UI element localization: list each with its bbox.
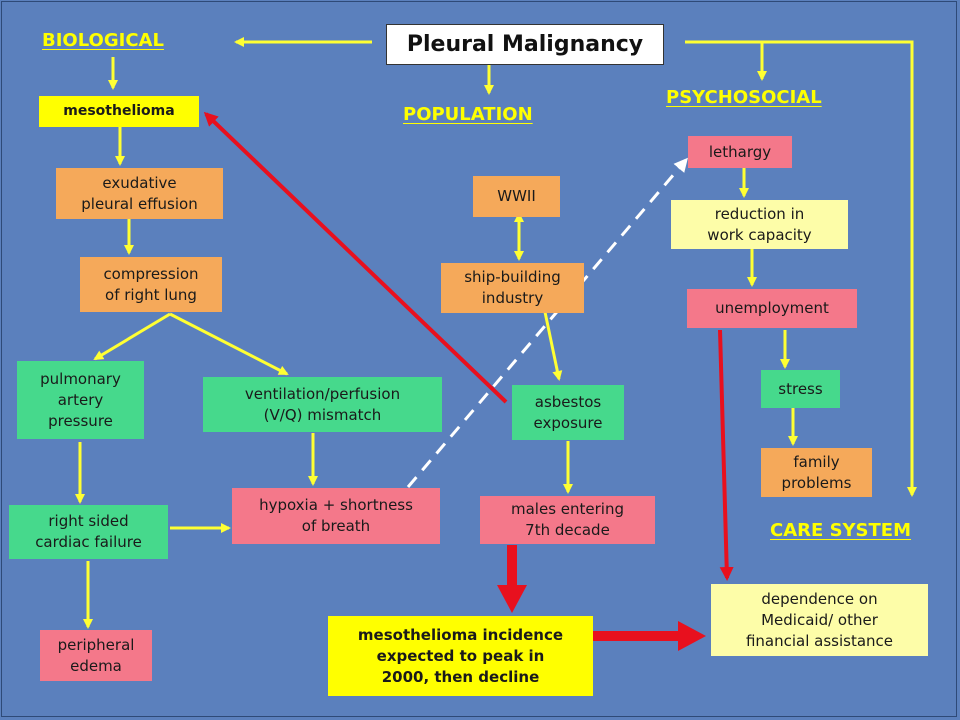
arrow-asbestos-mesothelioma	[203, 111, 508, 404]
arrow-shipbuilding-asbestos	[543, 311, 563, 381]
box-shipbuilding-industry: ship-building industry	[441, 263, 584, 313]
box-exudative-pleural-effusion: exudative pleural effusion	[56, 168, 223, 219]
box-mesothelioma: mesothelioma	[39, 96, 199, 127]
arrow-compression-vq	[169, 312, 289, 376]
box-stress: stress	[761, 370, 840, 408]
heading-psychosocial: PSYCHOSOCIAL	[666, 87, 822, 108]
box-hypoxia-shortness-of-breath: hypoxia + shortness of breath	[232, 488, 440, 544]
box-right-sided-cardiac-failure: right sided cardiac failure	[9, 505, 168, 559]
box-pulmonary-artery-pressure: pulmonary artery pressure	[17, 361, 144, 439]
box-males-entering-7th-decade: males entering 7th decade	[480, 496, 655, 544]
heading-care-system: CARE SYSTEM	[770, 520, 912, 541]
arrow-hypoxia-lethargy	[406, 157, 688, 488]
box-compression-right-lung: compression of right lung	[80, 257, 222, 312]
box-reduction-work-capacity: reduction in work capacity	[671, 200, 848, 249]
arrow-title-care-system	[762, 40, 917, 497]
heading-biological: BIOLOGICAL	[42, 30, 164, 51]
arrow-unemployment-dependence	[718, 329, 734, 581]
box-wwii: WWII	[473, 176, 560, 217]
box-dependence-financial-assistance: dependence on Medicaid/ other financial …	[711, 584, 928, 656]
box-unemployment: unemployment	[687, 289, 857, 328]
box-lethargy: lethargy	[688, 136, 792, 168]
box-peripheral-edema: peripheral edema	[40, 630, 152, 681]
box-vq-mismatch: ventilation/perfusion (V/Q) mismatch	[203, 377, 442, 432]
heading-population: POPULATION	[403, 104, 533, 125]
box-mesothelioma-incidence: mesothelioma incidence expected to peak …	[328, 616, 593, 696]
arrow-title-psychosocial	[685, 40, 767, 81]
box-asbestos-exposure: asbestos exposure	[512, 385, 624, 440]
page-title: Pleural Malignancy	[386, 24, 664, 65]
arrow-compression-pulmonary	[93, 312, 171, 361]
box-family-problems: family problems	[761, 448, 872, 497]
